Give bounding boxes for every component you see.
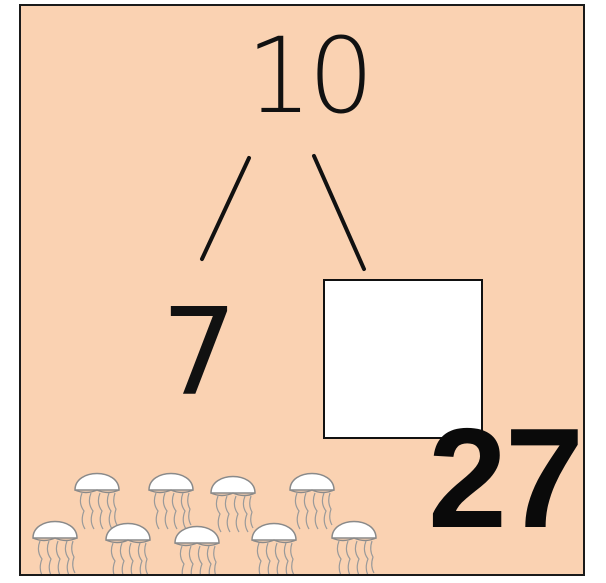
missing-part-answer-box[interactable] [323,279,483,439]
bond-branches [200,154,366,271]
known-part-number: 7 [161,284,238,423]
left-branch-line [200,156,251,261]
number-bond-card: 10 7 27 [19,4,585,576]
right-branch-line [312,154,366,271]
card-number: 27 [428,399,583,558]
whole-number: 10 [246,15,374,137]
